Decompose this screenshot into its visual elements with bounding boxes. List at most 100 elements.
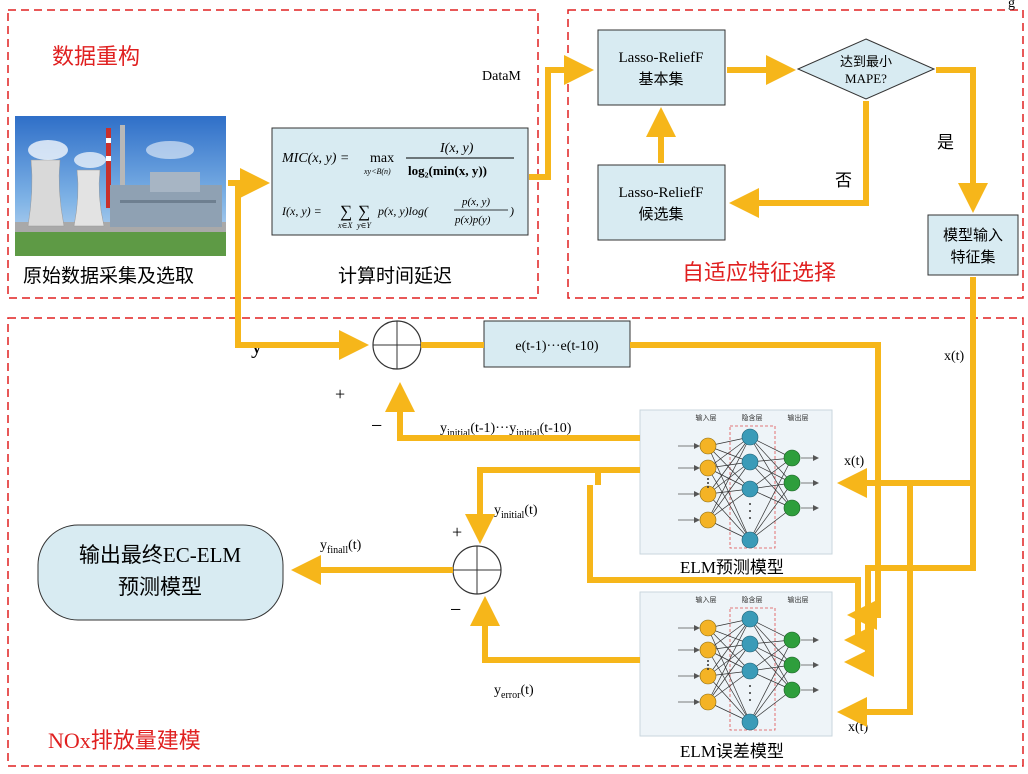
- y-initial-t-label: yinitial(t): [494, 503, 538, 521]
- output-line2: 预测模型: [118, 575, 202, 599]
- yes-label: 是: [937, 133, 954, 152]
- flow-pred-feedback-to-error: [587, 485, 874, 655]
- ellipsis-dot: [707, 664, 709, 666]
- net-connection: [749, 639, 793, 723]
- net-connection: [707, 461, 751, 521]
- ellipsis-dot: [749, 699, 751, 701]
- input-node: [699, 641, 717, 659]
- flow-mic-to-basic-set: [529, 55, 594, 180]
- mape-decision-diamond: [796, 38, 936, 100]
- net-connection: [707, 627, 751, 723]
- flow-pred-to-junction-plus: [465, 467, 640, 544]
- model-input-box: [927, 214, 1019, 276]
- mi-sum-x-sub: x∈X: [337, 221, 353, 230]
- net-connection: [707, 436, 751, 521]
- mi-sum-x: ∑: [340, 202, 352, 221]
- net-connection: [707, 467, 751, 541]
- hidden-node: [741, 428, 759, 446]
- input-layer-label: 输入层: [696, 413, 717, 422]
- ellipsis-dot: [707, 486, 709, 488]
- mi-close: ): [509, 204, 514, 218]
- net-connection: [749, 643, 793, 691]
- flow-features-loop: [837, 480, 913, 727]
- ellipsis-dot: [707, 478, 709, 480]
- net-connection: [707, 436, 751, 495]
- output-layer-label: 输出层: [788, 595, 809, 604]
- ellipsis-dot: [749, 692, 751, 694]
- mi-sum-y: ∑: [358, 202, 370, 221]
- output-node: [783, 656, 801, 674]
- output-layer-label: 输出层: [788, 413, 809, 422]
- input-node: [699, 459, 717, 477]
- net-connection: [749, 639, 793, 672]
- hidden-node: [741, 610, 759, 628]
- hidden-node: [741, 531, 759, 549]
- hidden-node: [741, 713, 759, 731]
- flow-decision-no: [729, 101, 869, 218]
- mi-lhs: I(x, y) =: [281, 204, 322, 218]
- y-initial-lag-label: yinitial(t-1)···yinitial(t-10): [440, 421, 572, 439]
- section-borders: [7, 9, 1024, 767]
- basic-set-box: [597, 29, 726, 106]
- net-connection: [707, 436, 751, 469]
- net-connection: [749, 507, 793, 541]
- ellipsis-dot: [749, 510, 751, 512]
- flow-y-to-junction: [235, 183, 369, 360]
- ellipsis-dot: [749, 685, 751, 687]
- no-label: 否: [835, 171, 852, 190]
- candidate-set-line1: Lasso-ReliefF: [619, 185, 704, 201]
- flow-decision-yes: [936, 67, 988, 213]
- net-connection: [707, 488, 751, 521]
- input-node: [699, 511, 717, 529]
- net-connection: [707, 643, 751, 703]
- mic-caption: 计算时间延迟: [338, 265, 452, 287]
- basic-set-line2: 基本集: [638, 71, 683, 88]
- datam-label: DataM: [482, 69, 521, 84]
- minus-sign-bottom: −: [450, 599, 461, 621]
- net-connection: [707, 675, 751, 723]
- output-line1: 输出最终EC-ELM: [79, 543, 241, 567]
- candidate-set-line2: 候选集: [638, 206, 683, 223]
- input-node: [699, 667, 717, 685]
- xt-label-bottom: x(t): [848, 720, 869, 735]
- net-connection: [707, 627, 751, 672]
- y-final-label: yfinall(t): [320, 538, 362, 556]
- mic-max-sub: xy<B(n): [363, 167, 391, 176]
- error-lag-box: [483, 320, 631, 368]
- flow-features-main: [844, 277, 976, 677]
- mic-denominator: log₂(min(x, y)): [408, 163, 487, 178]
- output-node: [783, 631, 801, 649]
- net-connection: [707, 618, 751, 651]
- ellipsis-dot: [749, 503, 751, 505]
- output-node: [783, 449, 801, 467]
- hidden-node: [741, 480, 759, 498]
- summing-junction-top: [372, 320, 422, 370]
- input-node: [699, 485, 717, 503]
- decision-line2: MAPE?: [845, 71, 887, 86]
- net-connection: [749, 457, 793, 541]
- flow-error-to-junction: [470, 596, 640, 663]
- mic-lhs: MIC(x, y) =: [281, 151, 349, 166]
- adaptive-selection-border: [567, 9, 1024, 299]
- net-connection: [707, 618, 751, 677]
- elm-error-caption: ELM误差模型: [680, 742, 784, 761]
- hidden-node: [741, 662, 759, 680]
- net-connection: [707, 670, 751, 703]
- model-input-line1: 模型输入: [943, 227, 1003, 244]
- summing-junction-bottom: [452, 545, 502, 595]
- hidden-layer-frame: [729, 425, 776, 549]
- input-node: [699, 693, 717, 711]
- flow-lines: [228, 55, 988, 727]
- output-node: [783, 474, 801, 492]
- ellipsis-dot: [707, 482, 709, 484]
- net-connection: [707, 618, 751, 703]
- input-node: [699, 437, 717, 455]
- mic-formula-box: [271, 127, 529, 236]
- elm-error-network: 输入层隐含层输出层: [639, 591, 833, 737]
- net-connection: [749, 461, 793, 509]
- mic-numerator: I(x, y): [439, 141, 474, 156]
- hidden-node: [741, 635, 759, 653]
- minus-sign-top: −: [371, 415, 382, 437]
- mic-formula: MIC(x, y) = max xy<B(n) I(x, y) log₂(min…: [281, 141, 514, 230]
- net-connection: [707, 445, 751, 490]
